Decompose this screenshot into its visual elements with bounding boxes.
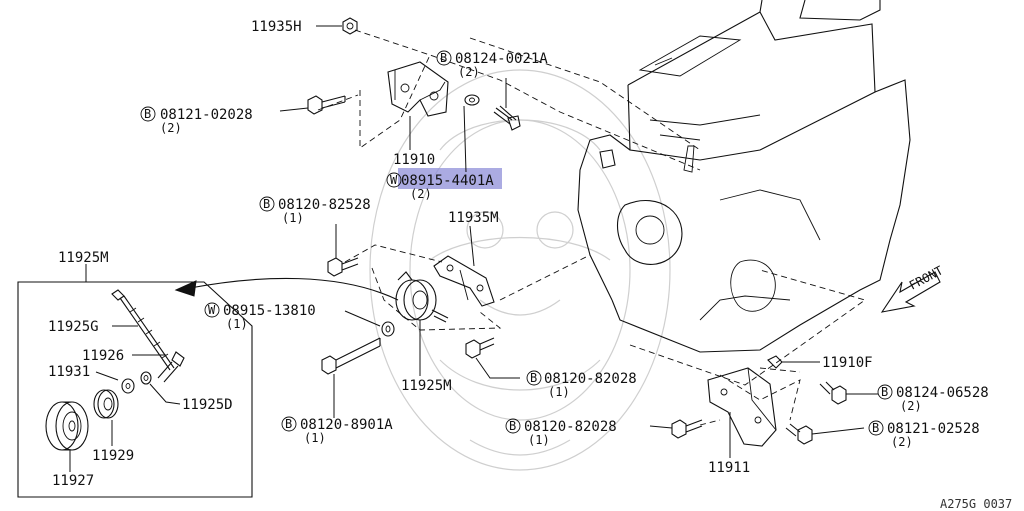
label-11925m-inset[interactable]: 11925M [58,250,109,266]
callout-08121-02028[interactable]: B 08121-02028 (2) [140,106,253,135]
svg-text:(1): (1) [304,431,326,445]
label-08124-06528[interactable]: 08124-06528 [896,385,989,401]
label-08915-4401a[interactable]: 08915-4401A [401,173,494,189]
stud-11926 [157,351,185,383]
washer-08915-13810 [381,321,395,337]
label-08121-02028[interactable]: 08121-02028 [160,107,253,123]
svg-text:(2): (2) [160,121,182,135]
label-11927[interactable]: 11927 [52,473,94,489]
label-08124-0021a[interactable]: 08124-0021A [455,51,548,67]
bolt-11925g [111,289,175,371]
label-08121-02528[interactable]: 08121-02528 [887,421,980,437]
washer-08915-4401a [464,94,480,106]
svg-text:(2): (2) [410,187,432,201]
part-labels: 11935H B 08124-0021A (2) B 08121-02028 (… [48,19,1012,511]
svg-text:B: B [530,371,537,385]
label-08120-82028-mid[interactable]: 08120-82028 [544,371,637,387]
svg-text:(1): (1) [226,317,248,331]
leader-lines [69,25,878,472]
svg-text:B: B [881,385,888,399]
callout-08120-8901a[interactable]: B 08120-8901A (1) [281,416,393,445]
nut-11935h [342,17,358,35]
svg-text:B: B [872,421,879,435]
svg-text:(1): (1) [548,385,570,399]
bracket-11935m [433,255,495,307]
svg-text:B: B [263,197,270,211]
callout-08120-82028-low[interactable]: B 08120-82028 (1) [505,418,617,447]
idler-pulley-11925m [395,271,449,323]
diagram-reference: A275G 0037 [940,497,1012,511]
label-08120-82028-low[interactable]: 08120-82028 [524,419,617,435]
selection-highlight [398,168,502,189]
svg-text:B: B [144,107,151,121]
bolt-08120-82028-mid [465,337,495,359]
callout-08120-82528[interactable]: B 08120-82528 (1) [259,196,371,225]
engine-block [577,0,911,353]
callout-08124-0021a[interactable]: B 08124-0021A (2) [436,50,548,79]
bolt-08121-02028 [307,95,346,115]
callout-08120-82028-mid[interactable]: B 08120-82028 (1) [526,370,637,399]
label-11910f[interactable]: 11910F [822,355,873,371]
label-11925g[interactable]: 11925G [48,319,99,335]
washer-11925d [140,371,152,385]
bolt-08124-06528 [819,381,847,405]
callout-08915-4401a[interactable]: W 08915-4401A (2) [386,172,494,201]
pulley-11927 [45,401,89,451]
label-11935h[interactable]: 11935H [251,19,302,35]
bolt-08120-82028-low [671,419,703,439]
svg-text:(2): (2) [458,65,480,79]
bolt-08124-0021a [493,105,521,131]
pulley-11929 [93,389,119,419]
label-11935m[interactable]: 11935M [448,210,499,226]
label-11926[interactable]: 11926 [82,348,124,364]
inset-box [17,264,253,498]
callout-08915-13810[interactable]: W 08915-13810 (1) [204,302,316,331]
front-direction-arrow [880,271,941,313]
watermark-emblem [369,69,671,471]
bolt-08121-02528 [785,423,813,445]
svg-text:W: W [208,303,216,317]
reference-lines [317,29,867,426]
label-11931[interactable]: 11931 [48,364,90,380]
front-label: FRONT [907,263,945,292]
bracket-11911 [707,367,777,447]
label-11925d[interactable]: 11925D [182,397,233,413]
callout-08121-02528[interactable]: B 08121-02528 (2) [868,420,980,449]
label-08120-8901a[interactable]: 08120-8901A [300,417,393,433]
label-11910[interactable]: 11910 [393,152,435,168]
washer-11931 [121,378,135,394]
svg-text:B: B [509,419,516,433]
bolt-08120-82528 [327,257,359,277]
svg-text:B: B [440,51,447,65]
callout-arrow [174,277,399,301]
svg-text:(1): (1) [528,433,550,447]
label-08120-82528[interactable]: 08120-82528 [278,197,371,213]
callout-08124-06528[interactable]: B 08124-06528 (2) [877,384,989,413]
svg-text:(2): (2) [891,435,913,449]
label-11911[interactable]: 11911 [708,460,750,476]
svg-text:(2): (2) [900,399,922,413]
engine-mount-bracket-11910 [387,61,449,117]
label-08915-13810[interactable]: 08915-13810 [223,303,316,319]
bolt-08120-8901a [321,337,381,375]
svg-text:B: B [285,417,292,431]
label-11929[interactable]: 11929 [92,448,134,464]
part-11910f [767,355,783,369]
svg-text:(1): (1) [282,211,304,225]
label-11925m[interactable]: 11925M [401,378,452,394]
svg-text:W: W [390,173,398,187]
